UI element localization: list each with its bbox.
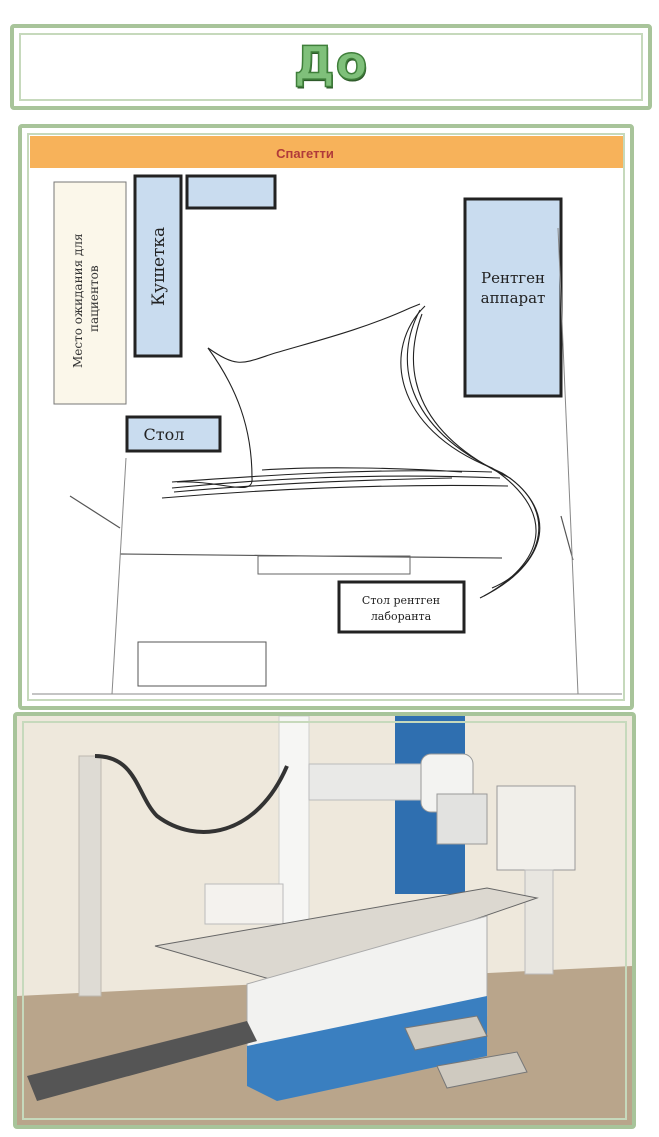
photo-illustration bbox=[17, 716, 632, 1125]
xray-room-photo bbox=[13, 712, 636, 1129]
table-label: Стол bbox=[144, 425, 185, 444]
xray-machine-label-line2: аппарат bbox=[481, 289, 546, 307]
tube-arm bbox=[308, 763, 440, 801]
waiting-area bbox=[53, 181, 127, 405]
xray-machine-label-line1: Рентген bbox=[481, 269, 545, 287]
couch bbox=[133, 174, 183, 358]
page-title: До bbox=[293, 35, 369, 91]
path-4 bbox=[406, 309, 540, 589]
bucky-stand-pole bbox=[524, 869, 554, 975]
path-1 bbox=[207, 303, 421, 363]
lab-table-label-line1: Стол рентген bbox=[362, 594, 440, 607]
spaghetti-diagram-panel: Спагетти Место ожидания для пациентов Ку… bbox=[18, 124, 634, 710]
path-5 bbox=[412, 313, 541, 599]
plan-header-label: Спагетти bbox=[276, 146, 334, 161]
floor-rail bbox=[27, 1021, 257, 1101]
counter bbox=[257, 555, 411, 575]
step-stool-bottom bbox=[436, 1051, 528, 1089]
table-base-blue bbox=[247, 996, 487, 1101]
table-top bbox=[154, 887, 539, 985]
table bbox=[125, 415, 222, 453]
cabinet bbox=[204, 883, 284, 925]
path-8 bbox=[161, 484, 509, 499]
lab-table bbox=[337, 580, 466, 634]
path-9 bbox=[173, 477, 453, 493]
column-stand bbox=[278, 716, 310, 927]
floor-plan-diagram: Спагетти Место ожидания для пациентов Ку… bbox=[30, 136, 624, 702]
couch-extension bbox=[185, 174, 277, 210]
wall-diagonal-left bbox=[69, 495, 121, 529]
wall-right bbox=[557, 227, 579, 695]
wall-pole bbox=[78, 755, 102, 997]
spaghetti-paths bbox=[161, 303, 541, 599]
waiting-area-label-line2: пациентов bbox=[87, 265, 101, 332]
title-panel: До bbox=[10, 24, 652, 110]
plan-header-bar bbox=[30, 136, 624, 168]
step-stool-top bbox=[404, 1015, 488, 1051]
couch-label: Кушетка bbox=[149, 227, 169, 306]
path-10 bbox=[261, 467, 463, 473]
waiting-area-label-line1: Место ожидания для bbox=[71, 233, 85, 368]
wall-left bbox=[111, 457, 127, 695]
bucky-stand bbox=[496, 785, 576, 871]
desk bbox=[137, 641, 267, 687]
path-7 bbox=[171, 475, 501, 489]
cable bbox=[94, 754, 289, 834]
collimator bbox=[436, 793, 488, 845]
lab-table-label-line2: лаборанта bbox=[371, 610, 432, 623]
wall-diagonal-right bbox=[560, 515, 574, 561]
waiting-area-label: Место ожидания для пациентов bbox=[71, 230, 101, 368]
